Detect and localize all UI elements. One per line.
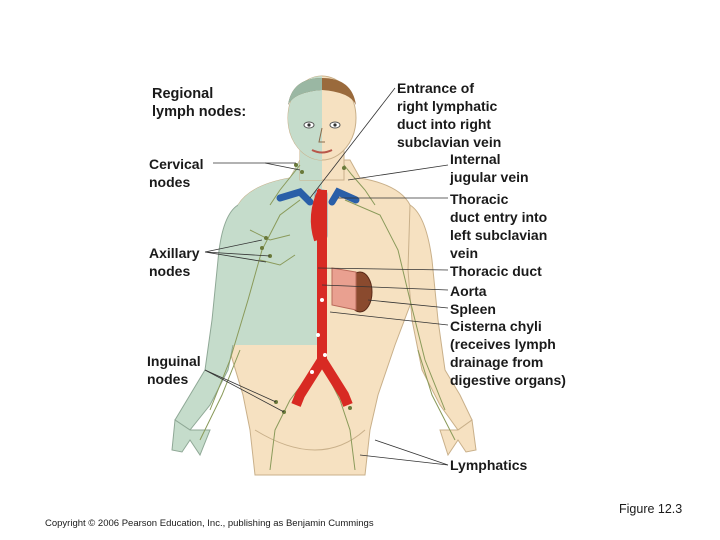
label-thoracic-duct: Thoracic duct (450, 263, 542, 279)
label-right-lymphatic-duct-entrance: Entrance of right lymphatic duct into ri… (397, 80, 502, 150)
label-spleen: Spleen (450, 301, 496, 317)
label-thoracic-duct-entry: Thoracic duct entry into left subclavian… (450, 191, 548, 261)
label-axillary-nodes: Axillary nodes (149, 245, 200, 279)
label-lymphatics: Lymphatics (450, 457, 528, 473)
regional-lymph-nodes-title: Regional lymph nodes: (152, 86, 247, 120)
lymphatic-vessels (199, 164, 456, 471)
label-cisterna-chyli: Cisterna chyli (receives lymph drainage … (450, 318, 566, 388)
copyright-notice: Copyright © 2006 Pearson Education, Inc.… (45, 518, 374, 529)
label-aorta: Aorta (450, 283, 487, 299)
label-inguinal-nodes: Inguinal nodes (147, 353, 201, 387)
leader-lines (204, 87, 449, 466)
aorta (291, 188, 353, 407)
label-cervical-nodes: Cervical nodes (149, 156, 204, 190)
label-internal-jugular-vein: Internal jugular vein (450, 151, 529, 185)
figure-number: Figure 12.3 (619, 502, 683, 516)
subclavian-veins (276, 187, 360, 206)
